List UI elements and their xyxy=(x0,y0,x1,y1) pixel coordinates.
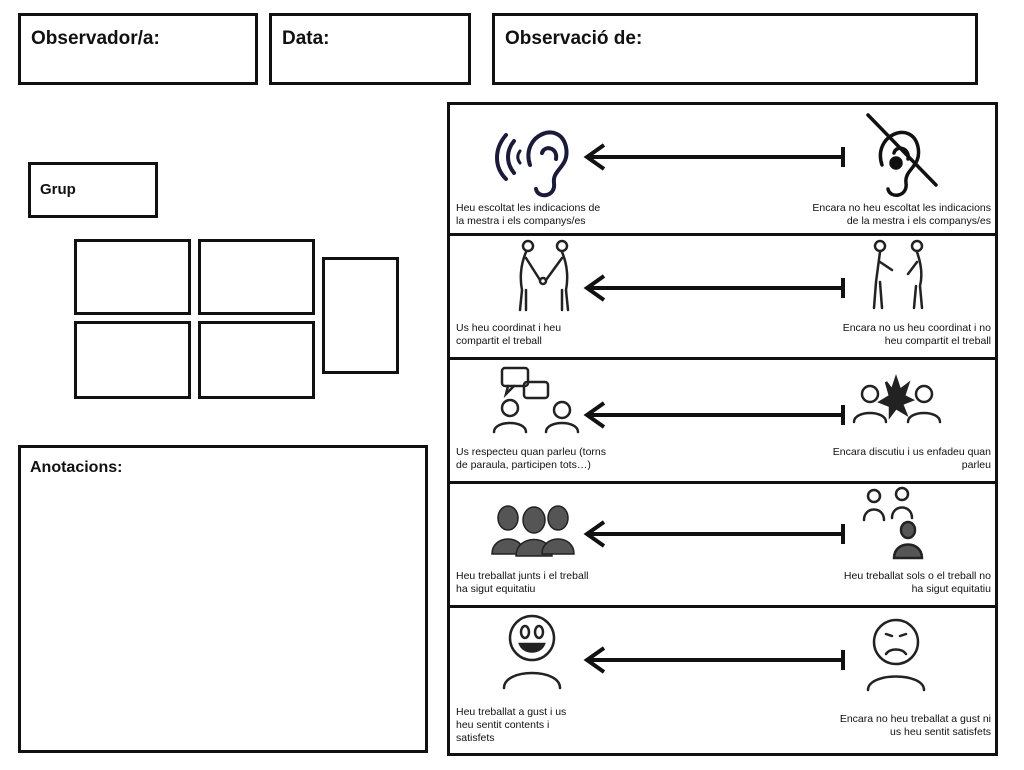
happy-face-icon xyxy=(502,614,562,690)
criterion-row: Heu treballat a gust i us heu sentit con… xyxy=(450,608,995,753)
arrow-icon xyxy=(583,646,845,674)
criterion-right-text: Encara no us heu coordinat i no heu comp… xyxy=(842,322,991,347)
seat-box[interactable] xyxy=(198,239,315,315)
sad-face-icon xyxy=(866,618,926,692)
handshake-people-icon xyxy=(518,239,570,312)
person-alone-icon xyxy=(862,486,924,560)
seat-box[interactable] xyxy=(322,257,399,374)
date-label: Data: xyxy=(282,28,330,49)
annotations-field[interactable]: Anotacions: xyxy=(18,445,428,753)
criterion-right-text: Encara no heu escoltat les indicacions d… xyxy=(812,202,991,227)
seat-box[interactable] xyxy=(198,321,315,399)
criterion-right-text: Encara discutiu i us enfadeu quan parleu xyxy=(832,446,991,471)
observation-field[interactable]: Observació de: xyxy=(492,13,978,85)
arrow-icon xyxy=(583,274,845,302)
criterion-right-text: Heu treballat sols o el treball no ha si… xyxy=(843,570,991,595)
criteria-panel: Heu escoltat les indicacions de la mestr… xyxy=(447,102,998,756)
arrow-icon xyxy=(583,520,845,548)
group-together-icon xyxy=(491,505,575,557)
arrow-icon xyxy=(583,401,845,429)
people-arguing-icon xyxy=(852,374,942,424)
observation-label: Observació de: xyxy=(505,28,643,49)
people-apart-icon xyxy=(872,239,924,310)
observer-label: Observador/a: xyxy=(31,28,160,49)
criterion-row: Heu escoltat les indicacions de la mestr… xyxy=(450,105,995,236)
arrow-icon xyxy=(583,143,845,171)
criterion-left-text: Us heu coordinat i heu compartit el treb… xyxy=(456,322,562,347)
seat-box[interactable] xyxy=(74,321,191,399)
criterion-right-text: Encara no heu treballat a gust ni us heu… xyxy=(839,713,991,738)
criterion-left-text: Us respecteu quan parleu (torns de parau… xyxy=(456,446,606,471)
ear-listening-icon xyxy=(495,130,569,198)
criterion-left-text: Heu treballat junts i el treball ha sigu… xyxy=(456,570,589,595)
criterion-left-text: Heu treballat a gust i us heu sentit con… xyxy=(456,706,567,744)
group-label: Grup xyxy=(40,181,76,198)
seat-box[interactable] xyxy=(74,239,191,315)
criterion-row: Us respecteu quan parleu (torns de parau… xyxy=(450,360,995,484)
criterion-row: Us heu coordinat i heu compartit el treb… xyxy=(450,236,995,360)
annotations-label: Anotacions: xyxy=(30,459,123,476)
criterion-left-text: Heu escoltat les indicacions de la mestr… xyxy=(456,202,601,227)
group-field[interactable]: Grup xyxy=(28,162,158,218)
date-field[interactable]: Data: xyxy=(269,13,471,85)
people-talking-icon xyxy=(492,366,580,434)
criterion-row: Heu treballat junts i el treball ha sigu… xyxy=(450,484,995,608)
ear-crossed-icon xyxy=(866,113,938,197)
observer-field[interactable]: Observador/a: xyxy=(18,13,258,85)
